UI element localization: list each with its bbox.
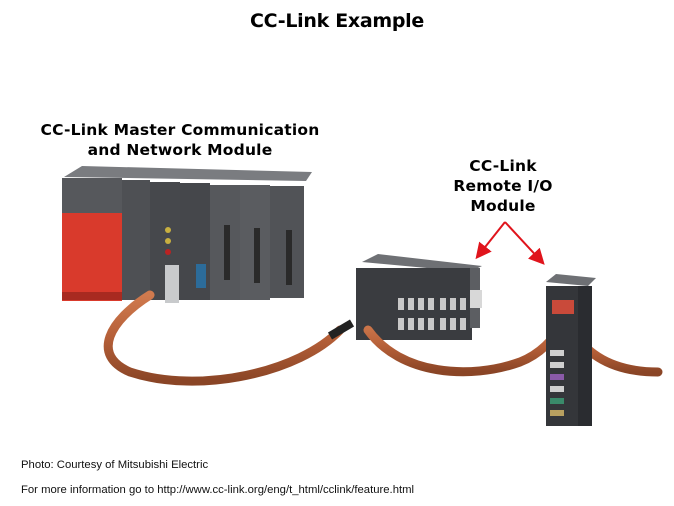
slide-title: CC-Link Example: [250, 10, 424, 32]
arrow-to-remote1: [475, 221, 506, 260]
remote-label-line3: Module: [470, 197, 536, 215]
remote-label-line2: Remote I/O: [453, 177, 553, 195]
power-supply-module: [62, 178, 122, 301]
remote-io-module-2: [546, 274, 596, 426]
arrow-to-remote2: [504, 221, 545, 265]
photo-credit: Photo: Courtesy of Mitsubishi Electric: [21, 459, 209, 471]
io-modules: [210, 185, 304, 300]
master-label-line2: and Network Module: [87, 141, 273, 159]
remote-io-module-1: [356, 254, 482, 340]
cable-master-to-remote1: [103, 290, 345, 386]
master-plc-rack: [62, 166, 312, 303]
annotation-arrows: [475, 221, 545, 265]
remote-module-label: CC-Link Remote I/O Module: [428, 156, 578, 216]
master-label-line1: CC-Link Master Communication: [40, 121, 320, 139]
more-info-link-text: For more information go to http://www.cc…: [21, 484, 415, 496]
master-module-label: CC-Link Master Communication and Network…: [20, 120, 340, 160]
cc-link-master-module: [150, 182, 180, 303]
remote-label-line1: CC-Link: [469, 157, 537, 175]
